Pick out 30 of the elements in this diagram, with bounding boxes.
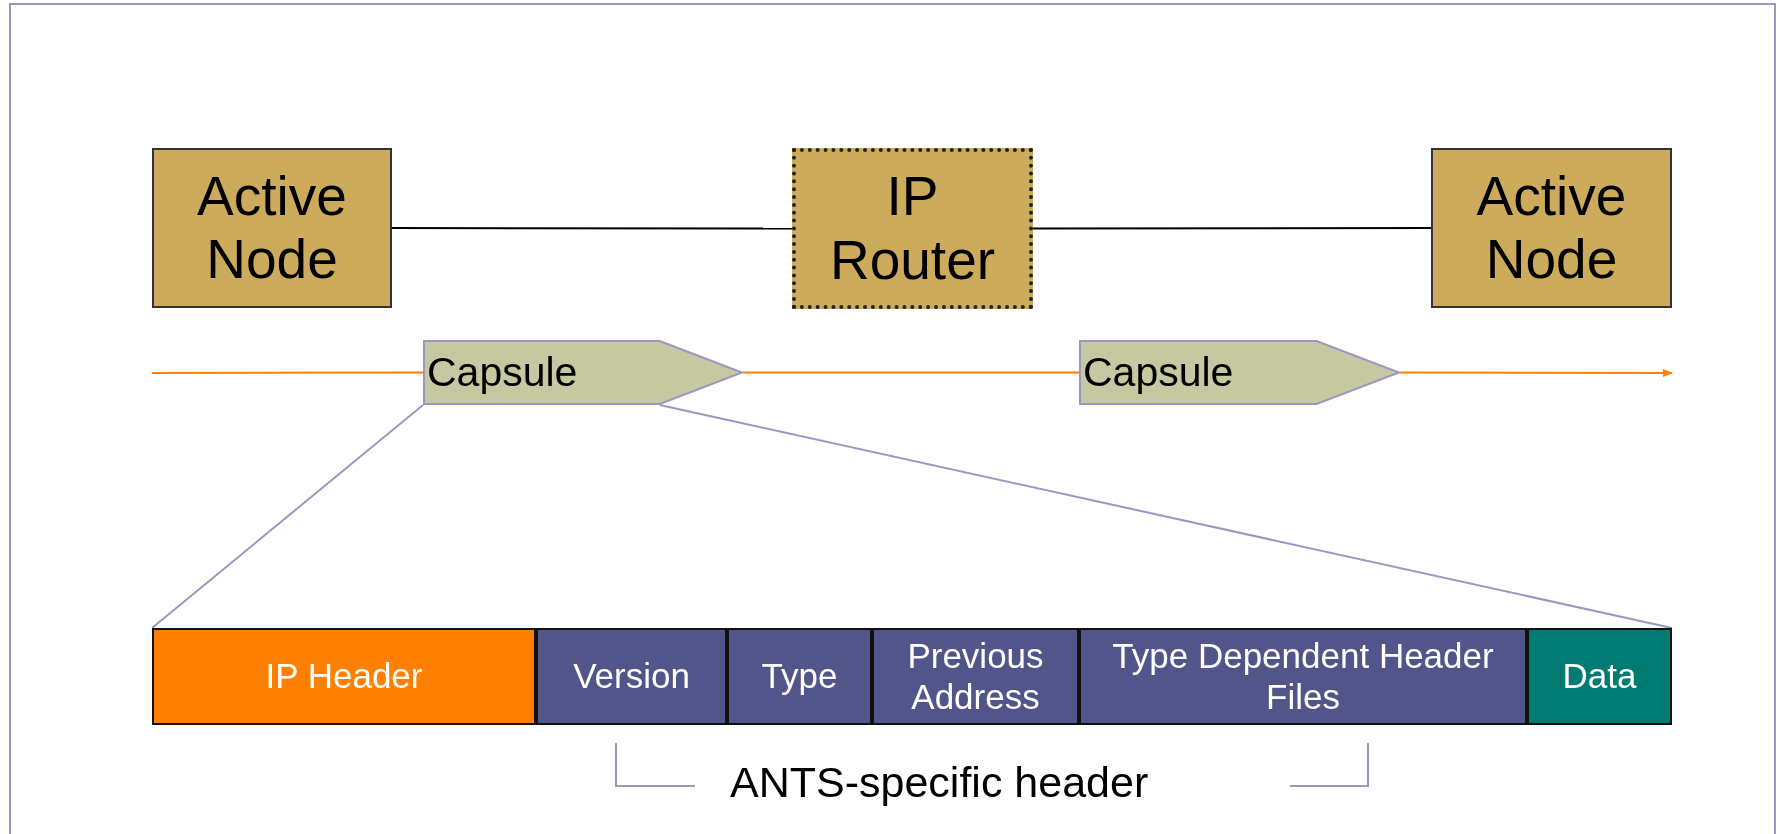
arrow [1399, 369, 1673, 377]
node-label: Version [573, 656, 690, 697]
router-box [792, 148, 1033, 309]
connector-line [391, 227, 793, 230]
node-label: IP Header [265, 656, 423, 697]
node-label: Active Node [1475, 164, 1628, 292]
node-label: Previous Address [906, 636, 1045, 717]
node-label: Capsule [1083, 349, 1234, 396]
node-label: Capsule [427, 349, 578, 396]
node-label: Type Dependent Header Files [1111, 636, 1495, 717]
active-node-box [1431, 148, 1672, 308]
connector-line [151, 404, 424, 629]
connector-line [151, 371, 424, 374]
connector-line [742, 371, 1080, 374]
connector-line [1032, 227, 1432, 230]
node-label: Data [1562, 656, 1637, 697]
node-label: Type [761, 656, 838, 697]
header-field [152, 628, 536, 725]
capsule-shape [423, 340, 743, 405]
node-label: IP Router [828, 165, 997, 292]
capsule-shape [1079, 340, 1400, 405]
header-field [536, 628, 727, 725]
header-field [727, 628, 872, 725]
header-field [872, 628, 1079, 725]
header-field [1527, 628, 1672, 725]
connector-line [658, 404, 1673, 629]
header-field [1079, 628, 1527, 725]
active-node-box [152, 148, 392, 308]
node-label: Active Node [196, 164, 348, 292]
bracket-label: ANTS-specific header [730, 758, 1149, 807]
